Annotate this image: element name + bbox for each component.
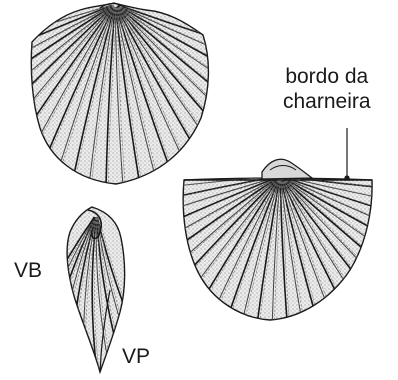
vp-label: VP xyxy=(122,345,150,369)
vb-label: VB xyxy=(14,259,42,283)
hinge-label-line-2: charneira xyxy=(283,89,371,114)
shell-dorsal-view xyxy=(0,3,307,204)
hinge-label-line-1: bordo da xyxy=(283,64,371,89)
hinge-pointer-dot xyxy=(344,175,349,180)
beak xyxy=(262,159,312,179)
hinge-edge-label: bordo da charneira xyxy=(283,64,371,114)
